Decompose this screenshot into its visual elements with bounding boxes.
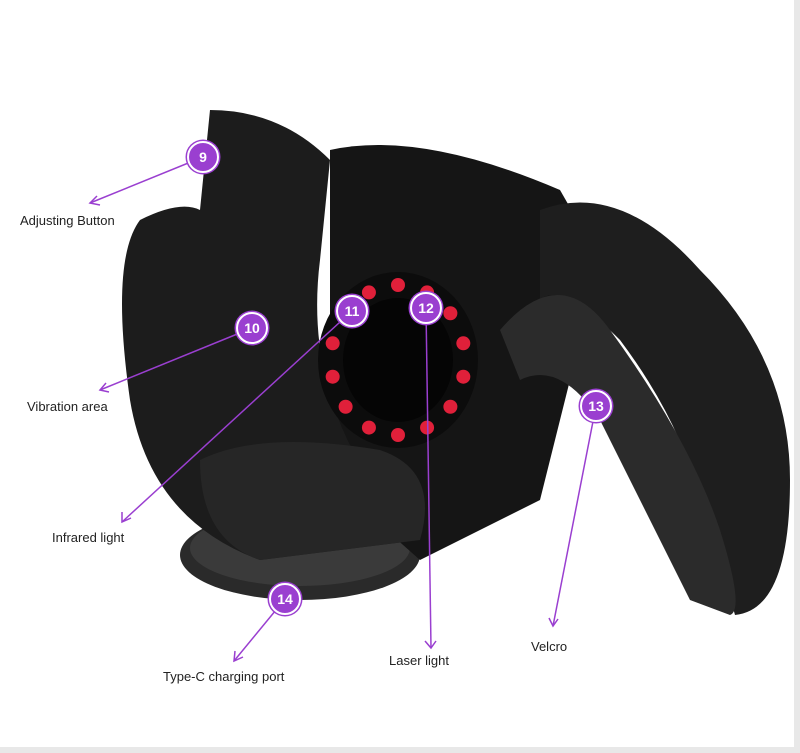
label-velcro: Velcro: [531, 639, 568, 654]
label-laser-light: Laser light: [389, 653, 449, 668]
callout-badge-12: 12: [410, 292, 442, 324]
callout-badge-9: 9: [187, 141, 219, 173]
callout-badge-11: 11: [336, 295, 368, 327]
label-infrared-light: Infrared light: [52, 530, 125, 545]
label-type-c-charging-port: Type-C charging port: [163, 669, 285, 684]
led-light: [443, 399, 458, 414]
led-light: [391, 428, 405, 442]
label-adjusting-button: Adjusting Button: [20, 213, 115, 228]
bottom-pad: [200, 442, 425, 560]
led-light: [391, 278, 405, 292]
callout-badge-13: 13: [580, 390, 612, 422]
label-vibration-area: Vibration area: [27, 399, 108, 414]
led-light: [456, 369, 471, 384]
callout-lines: [88, 156, 597, 663]
led-light: [338, 399, 353, 414]
led-light: [361, 285, 376, 300]
callout-badge-10: 10: [236, 312, 268, 344]
callout-badge-14: 14: [269, 583, 301, 615]
velcro-strap-upper: [540, 202, 790, 615]
led-light: [325, 336, 340, 351]
led-light: [361, 420, 376, 435]
led-light: [456, 336, 471, 351]
led-light: [325, 369, 340, 384]
velcro-strap-lower: [500, 295, 736, 615]
led-light: [443, 306, 458, 321]
